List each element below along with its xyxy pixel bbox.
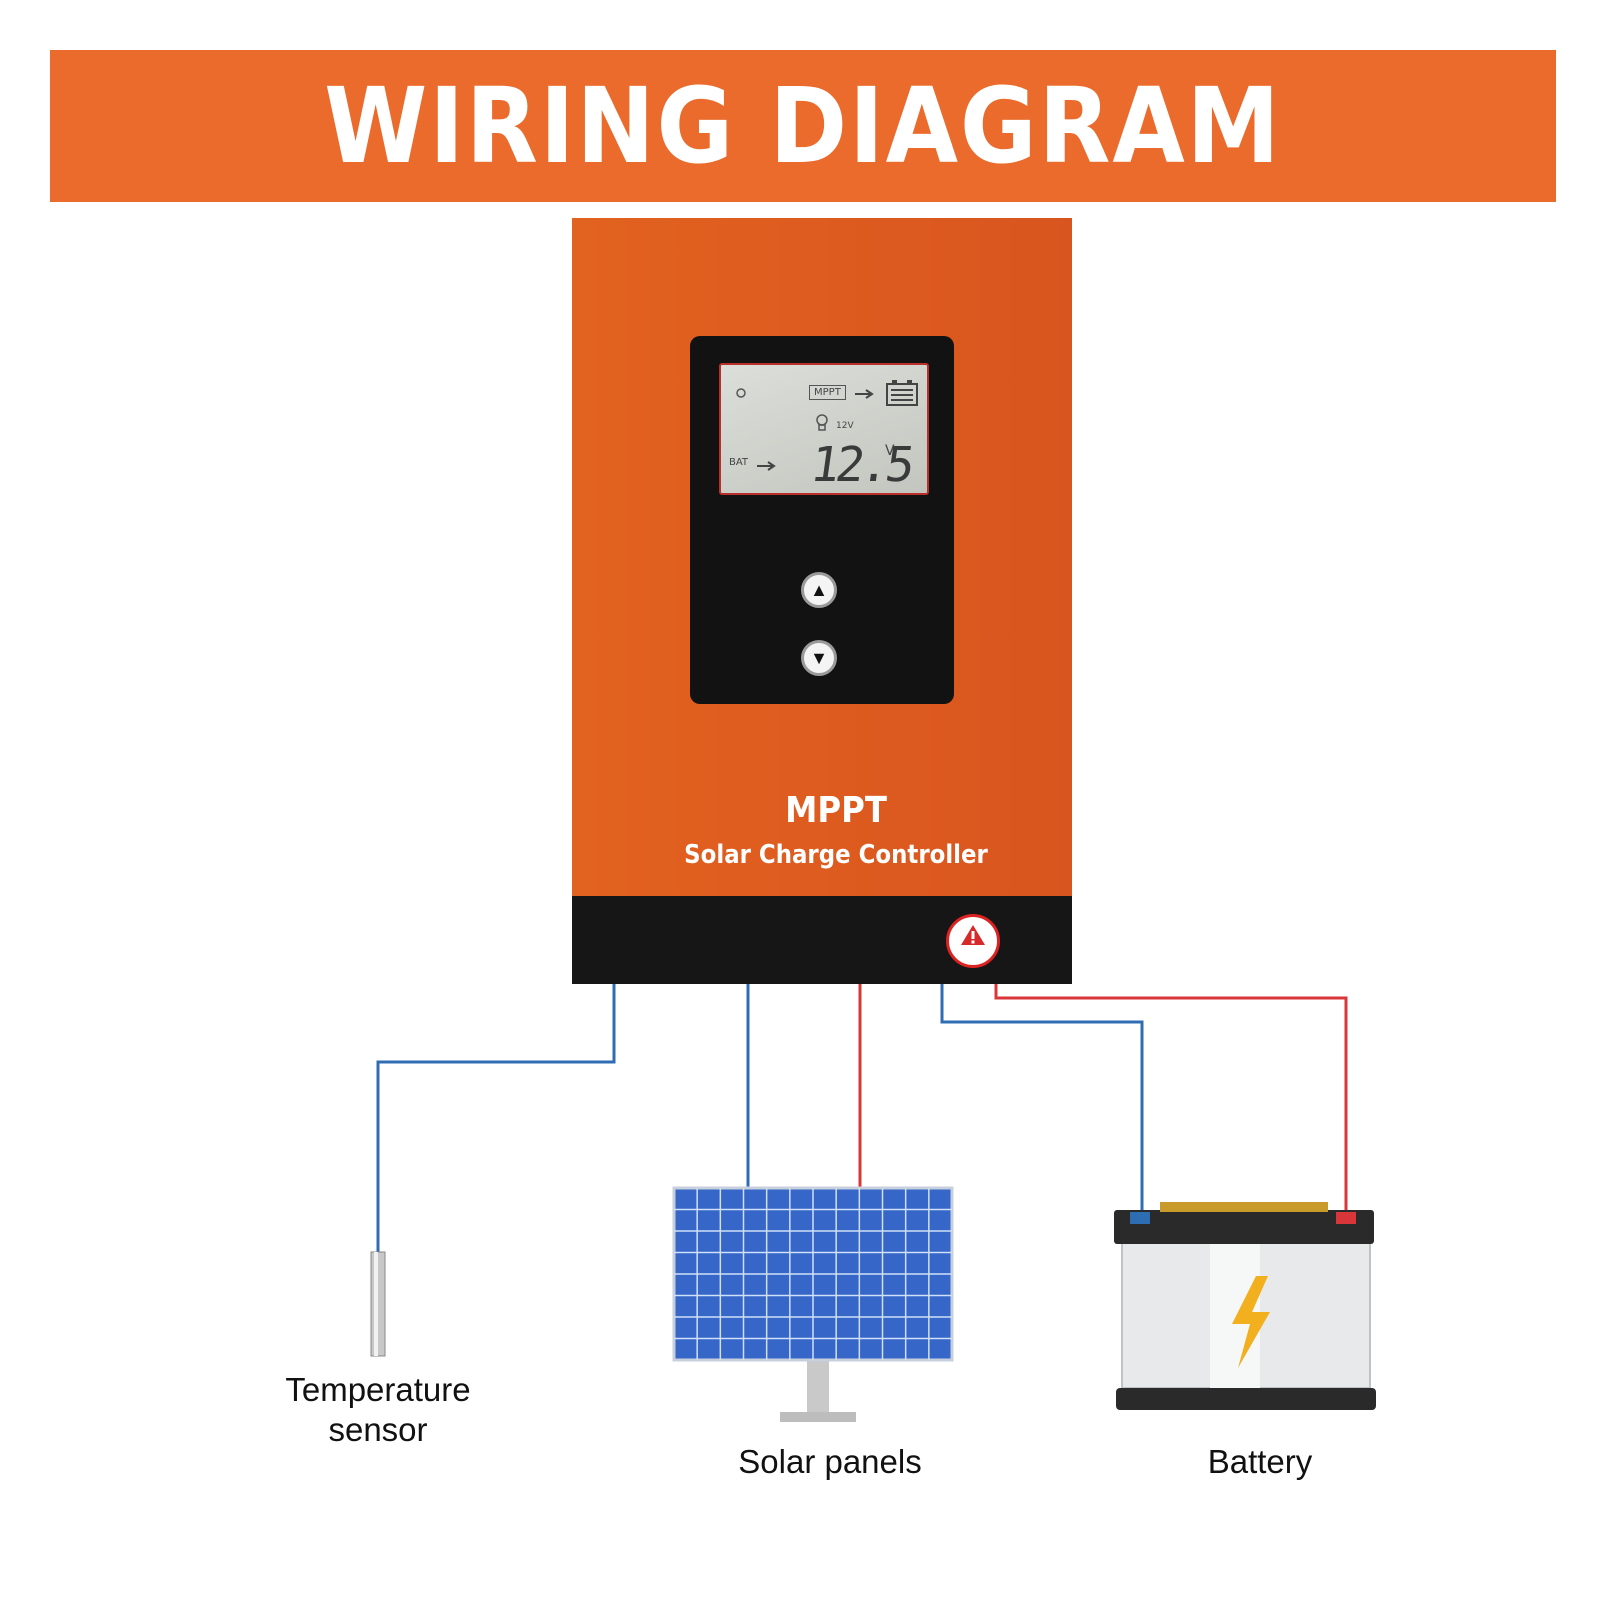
brand-subtitle: Solar Charge Controller xyxy=(684,840,988,870)
label-battery: Battery xyxy=(1207,1443,1313,1480)
warning-badge xyxy=(946,914,1000,968)
lightning-icon xyxy=(1232,1276,1270,1368)
temperature-sensor xyxy=(370,1251,386,1357)
lcd-display: MPPT 12V BAT 12.5 V xyxy=(719,363,929,495)
brand-name: MPPT xyxy=(785,790,887,831)
battery-icon xyxy=(886,380,918,406)
down-button[interactable]: ▼ xyxy=(801,640,837,676)
battery xyxy=(1114,1202,1376,1410)
banner-title: WIRING DIAGRAM xyxy=(324,65,1282,187)
lcd-mppt-label: MPPT xyxy=(809,385,846,400)
solar-panel xyxy=(672,1186,954,1422)
arrow-right-icon xyxy=(855,389,874,399)
charge-controller: MPPT 12V BAT 12.5 V ▲ xyxy=(572,218,1072,984)
bat-arrow-icon xyxy=(757,461,776,471)
control-panel: MPPT 12V BAT 12.5 V ▲ xyxy=(690,336,954,704)
sun-icon xyxy=(736,388,746,398)
warning-icon xyxy=(961,925,985,945)
label-solar-panels: Solar panels xyxy=(738,1443,922,1480)
lcd-unit: V xyxy=(885,443,895,459)
wire-battery-positive xyxy=(994,984,1348,1222)
triangle-down-icon: ▼ xyxy=(810,647,828,668)
triangle-up-icon: ▲ xyxy=(810,579,828,600)
lcd-12v-label: 12V xyxy=(836,421,854,431)
up-button[interactable]: ▲ xyxy=(801,572,837,608)
wire-temperature-sensor xyxy=(376,984,616,1252)
wire-battery-negative xyxy=(940,984,1144,1222)
label-temperature-sensor: Temperature sensor xyxy=(285,1371,471,1448)
title-banner: WIRING DIAGRAM xyxy=(50,50,1556,202)
bulb-icon xyxy=(816,414,828,431)
lcd-bat-label: BAT xyxy=(729,457,749,468)
